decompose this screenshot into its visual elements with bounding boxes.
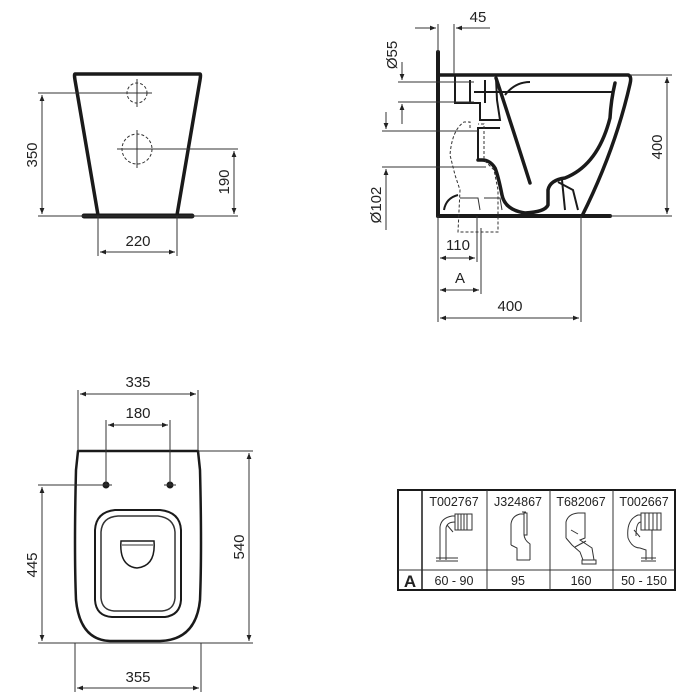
dim-540: 540 (231, 534, 248, 559)
connector-icon-straight-bend (436, 513, 473, 562)
connector-code-3: T682067 (556, 495, 605, 509)
connector-icon-offset (510, 511, 531, 561)
connector-icon-angled (565, 512, 597, 565)
dim-350: 350 (24, 142, 41, 167)
side-view: 45 Ø55 Ø102 400 110 A 400 (368, 9, 672, 322)
dim-depth-400: 400 (497, 298, 522, 315)
dim-220: 220 (125, 233, 150, 250)
connector-code-4: T002667 (619, 495, 668, 509)
connector-value-1: 60 - 90 (435, 574, 474, 588)
connector-icon-pan-bend (627, 512, 662, 562)
dim-180: 180 (125, 405, 150, 422)
dim-diameter-55: Ø55 (384, 41, 401, 69)
dim-110: 110 (446, 237, 470, 254)
connector-code-2: J324867 (494, 495, 542, 509)
dim-190: 190 (216, 169, 233, 194)
dim-diameter-102: Ø102 (368, 187, 385, 224)
connector-code-1: T002767 (429, 495, 478, 509)
front-view: 350 190 220 (24, 72, 238, 256)
dim-A: A (455, 270, 465, 287)
connector-value-2: 95 (511, 574, 525, 588)
dim-45: 45 (470, 9, 487, 26)
table-row-label: A (404, 572, 416, 591)
connector-value-3: 160 (571, 574, 592, 588)
connector-table: A T002767 60 - 90 J324867 95 T682067 160 (397, 489, 676, 591)
dim-355: 355 (125, 669, 150, 686)
top-view: 335 180 540 445 355 (24, 374, 253, 692)
dim-445: 445 (24, 552, 41, 577)
dim-height-400: 400 (649, 134, 666, 159)
front-body-outline (72, 72, 203, 217)
dim-335: 335 (125, 374, 150, 391)
connector-value-4: 50 - 150 (621, 574, 667, 588)
